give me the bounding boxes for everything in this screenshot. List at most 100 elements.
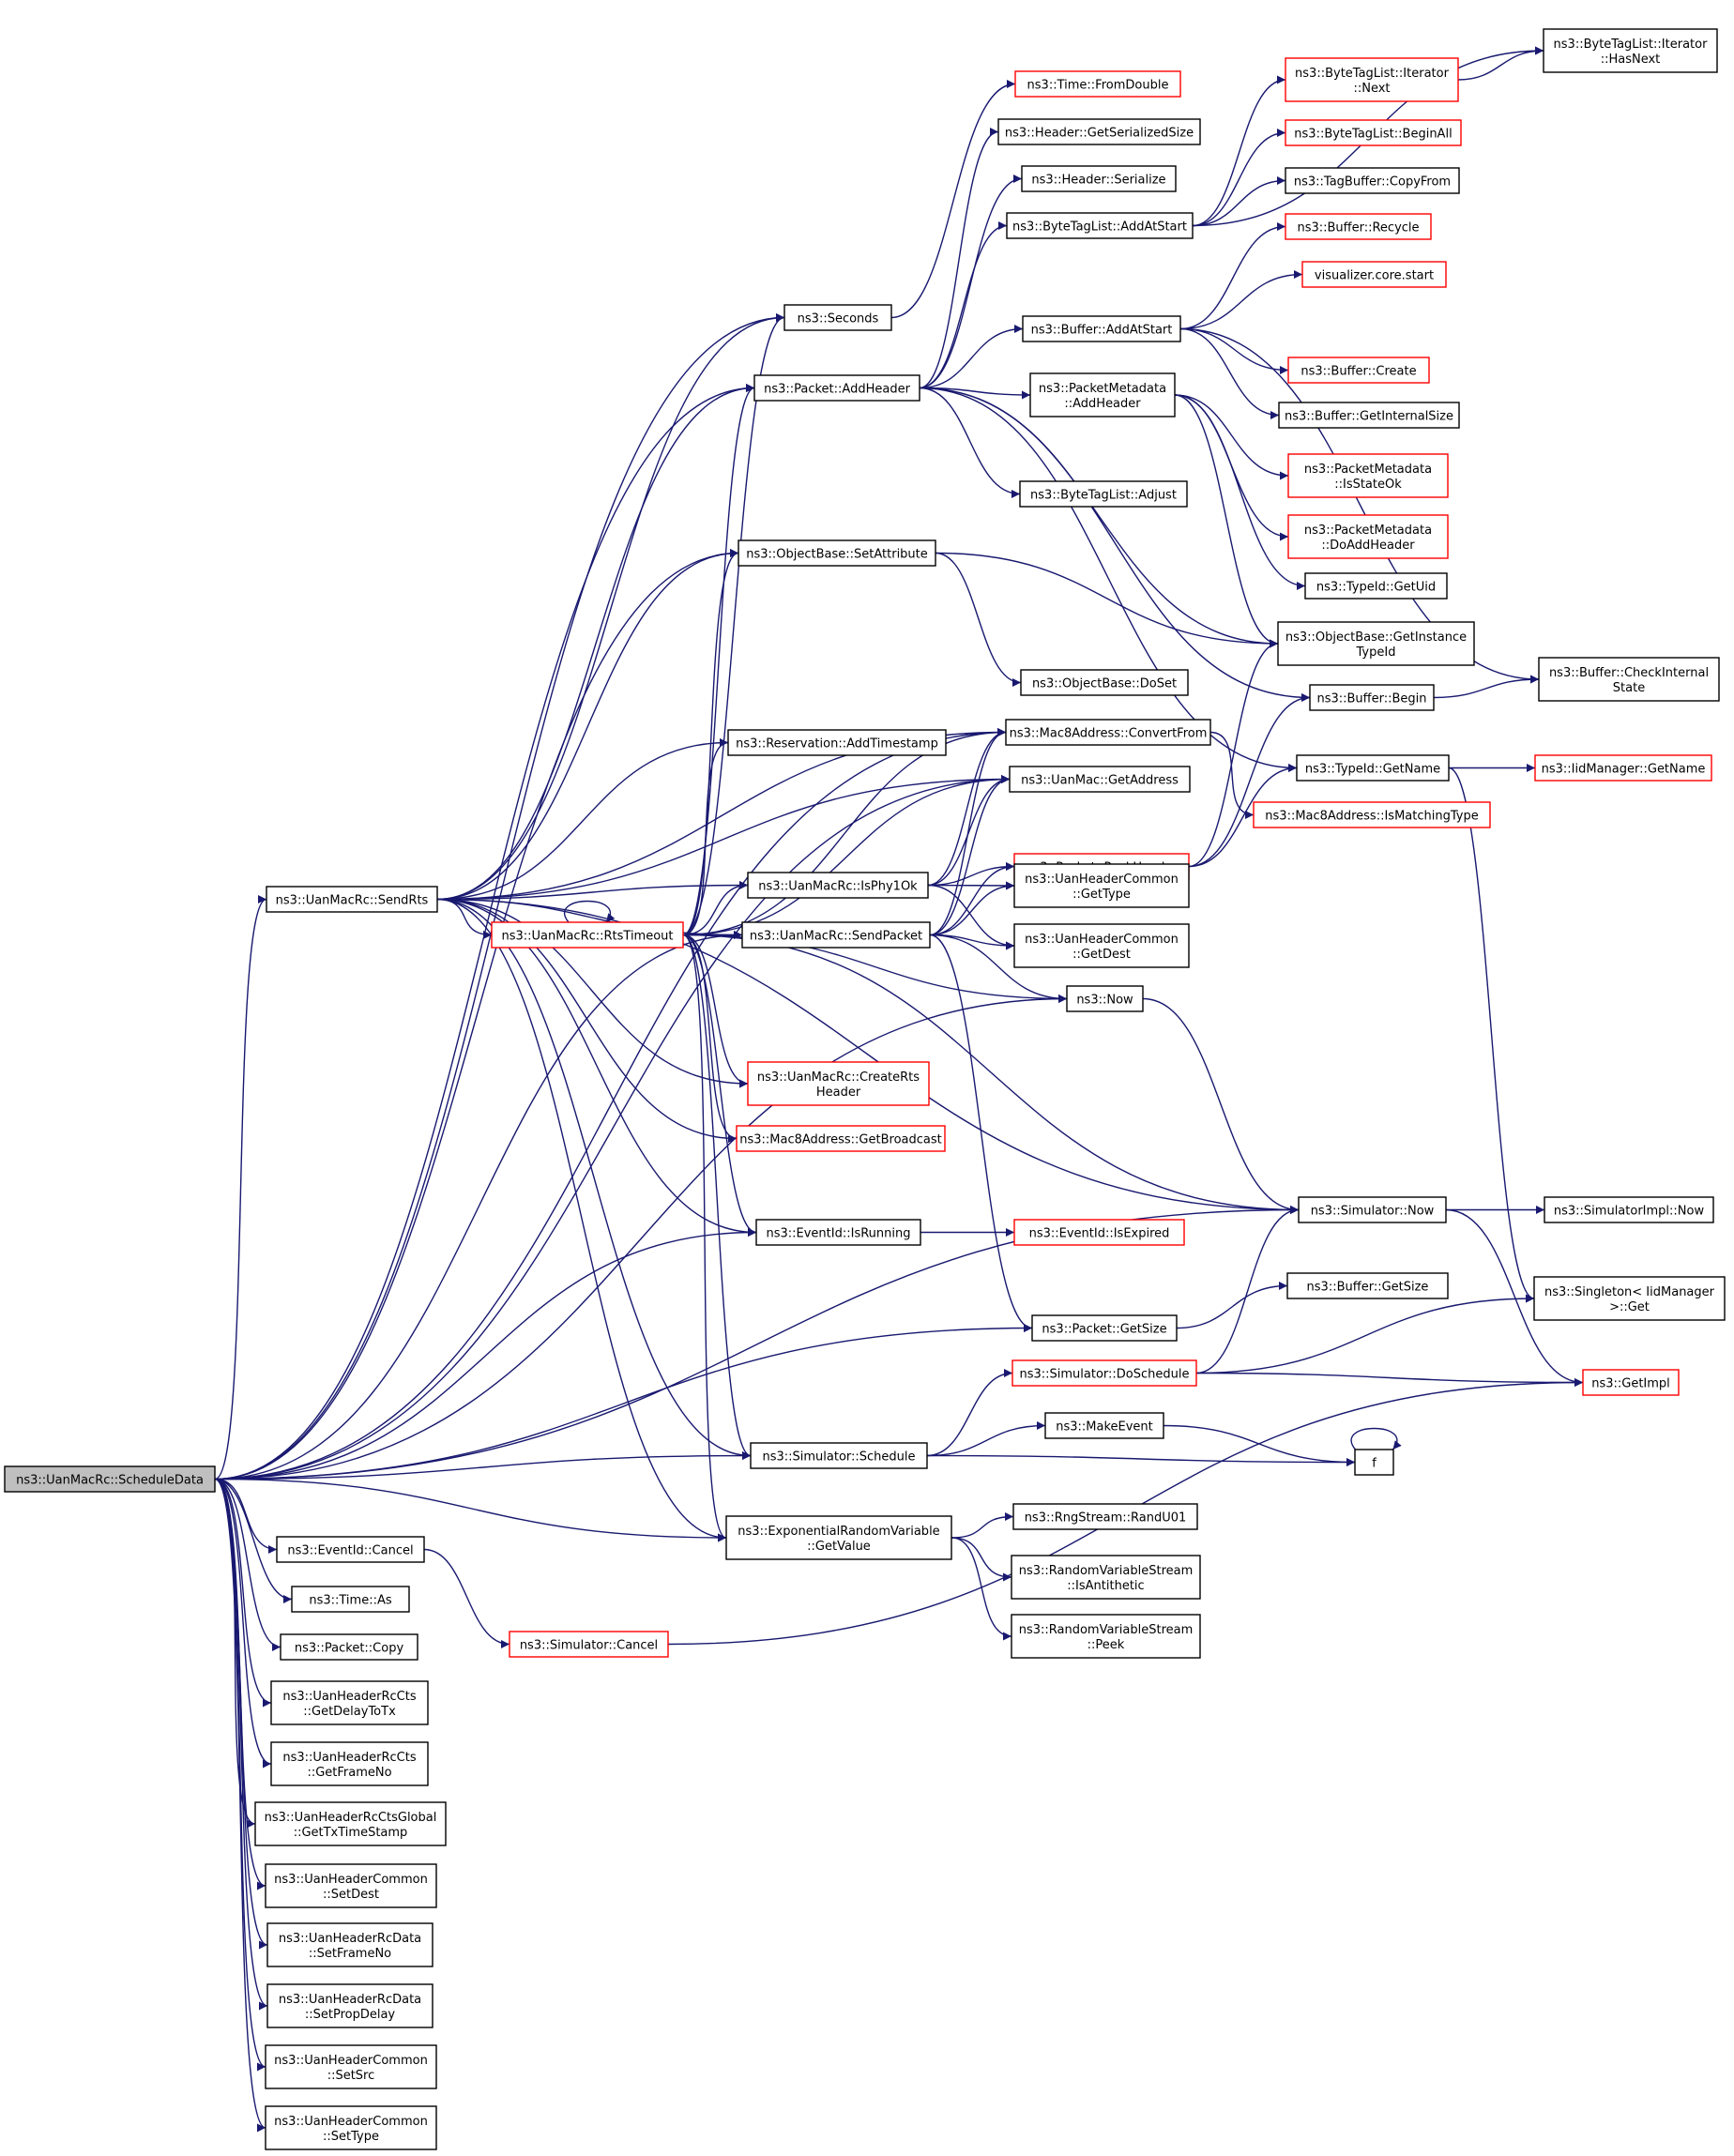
node-pmDoAddHeader[interactable]: ns3::PacketMetadata::DoAddHeader — [1287, 514, 1449, 559]
node-simNow[interactable]: ns3::Simulator::Now — [1298, 1196, 1447, 1223]
node-ctsGetFrameNo[interactable]: ns3::UanHeaderRcCts::GetFrameNo — [270, 1741, 429, 1786]
edge-root-to-sendRts — [214, 895, 267, 1480]
node-label: ns3::EventId::Cancel — [287, 1544, 413, 1558]
node-label: ns3::ObjectBase::DoSet — [1032, 677, 1177, 691]
node-uhcGetType[interactable]: ns3::UanHeaderCommon::GetType — [1013, 863, 1190, 908]
node-uhcGetDest[interactable]: ns3::UanHeaderCommon::GetDest — [1013, 923, 1190, 968]
node-root[interactable]: ns3::UanMacRc::ScheduleData — [4, 1465, 216, 1493]
edge-rtsTimeout-to-resAddTimestamp — [682, 738, 729, 936]
edge-sendPacket-to-now — [929, 934, 1068, 1003]
node-resAddTimestamp[interactable]: ns3::Reservation::AddTimestamp — [727, 729, 947, 756]
node-bufRecycle[interactable]: ns3::Buffer::Recycle — [1285, 213, 1432, 240]
node-eventCancel[interactable]: ns3::EventId::Cancel — [276, 1536, 425, 1563]
node-rtsTimeout[interactable]: ns3::UanMacRc::RtsTimeout — [491, 921, 684, 949]
node-btlBeginAll[interactable]: ns3::ByteTagList::BeginAll — [1285, 119, 1462, 146]
edge-sendRts-to-objSetAttribute — [436, 549, 739, 901]
node-packetCopy[interactable]: ns3::Packet::Copy — [280, 1633, 418, 1661]
node-btlIterNext[interactable]: ns3::ByteTagList::Iterator::Next — [1285, 57, 1459, 102]
node-expGetValue[interactable]: ns3::ExponentialRandomVariable::GetValue — [725, 1515, 952, 1560]
node-objDoSet[interactable]: ns3::ObjectBase::DoSet — [1020, 669, 1189, 696]
node-uanMacGetAddress[interactable]: ns3::UanMac::GetAddress — [1009, 766, 1191, 793]
node-rvsIsAntithetic[interactable]: ns3::RandomVariableStream::IsAntithetic — [1011, 1555, 1201, 1600]
node-rngRandU01[interactable]: ns3::RngStream::RandU01 — [1012, 1503, 1198, 1530]
node-label: ns3::Header::GetSerializedSize — [1005, 127, 1194, 141]
edge-packetAddHeader-to-bufAddAtStart — [919, 325, 1024, 389]
node-label: f — [1372, 1457, 1377, 1471]
node-label: ns3::Time::As — [309, 1594, 392, 1608]
node-sendRts[interactable]: ns3::UanMacRc::SendRts — [266, 886, 438, 913]
node-label: >::Get — [1609, 1300, 1650, 1314]
edge-btlAddAtStart-to-btlIterNext — [1192, 75, 1286, 227]
node-simSchedule[interactable]: ns3::Simulator::Schedule — [750, 1442, 928, 1469]
node-f[interactable]: f — [1354, 1449, 1394, 1476]
node-label: ::SetSrc — [327, 2069, 375, 2083]
node-simDoSchedule[interactable]: ns3::Simulator::DoSchedule — [1012, 1359, 1197, 1387]
node-dataSetPropDelay[interactable]: ns3::UanHeaderRcData::SetPropDelay — [266, 1983, 434, 2028]
node-singletonGet[interactable]: ns3::Singleton< IidManager >::Get — [1533, 1276, 1726, 1321]
node-label: ns3::Mac8Address::IsMatchingType — [1265, 810, 1478, 824]
node-label: ns3::Seconds — [798, 312, 879, 326]
node-label: ns3::UanMac::GetAddress — [1021, 774, 1179, 788]
node-rvsPeek[interactable]: ns3::RandomVariableStream::Peek — [1011, 1614, 1201, 1659]
node-btlAdjust[interactable]: ns3::ByteTagList::Adjust — [1019, 480, 1188, 508]
node-label: ns3::Buffer::AddAtStart — [1031, 324, 1173, 338]
node-bufCreate[interactable]: ns3::Buffer::Create — [1287, 357, 1430, 384]
edge-root-to-now — [214, 994, 1068, 1480]
node-eventIsExpired[interactable]: ns3::EventId::IsExpired — [1013, 1219, 1185, 1246]
node-bufAddAtStart[interactable]: ns3::Buffer::AddAtStart — [1022, 315, 1181, 342]
node-vizStart[interactable]: visualizer.core.start — [1301, 261, 1447, 288]
node-headerSerSize[interactable]: ns3::Header::GetSerializedSize — [997, 118, 1201, 145]
edge-isPhy1Ok-to-uhcGetDest — [927, 884, 1015, 950]
node-packetAddHeader[interactable]: ns3::Packet::AddHeader — [753, 374, 920, 402]
node-typeIdGetName[interactable]: ns3::TypeId::GetName — [1296, 754, 1450, 782]
node-sendPacket[interactable]: ns3::UanMacRc::SendPacket — [741, 921, 931, 949]
node-packetGetSize[interactable]: ns3::Packet::GetSize — [1031, 1314, 1178, 1342]
node-eventIsRunning[interactable]: ns3::EventId::IsRunning — [755, 1219, 921, 1246]
node-mac8Broadcast[interactable]: ns3::Mac8Address::GetBroadcast — [736, 1125, 946, 1152]
node-isPhy1Ok[interactable]: ns3::UanMacRc::IsPhy1Ok — [747, 872, 929, 899]
node-objSetAttribute[interactable]: ns3::ObjectBase::SetAttribute — [738, 539, 936, 567]
node-btlAddAtStart[interactable]: ns3::ByteTagList::AddAtStart — [1006, 212, 1194, 239]
node-getImpl[interactable]: ns3::GetImpl — [1582, 1369, 1680, 1396]
node-timeAs[interactable]: ns3::Time::As — [291, 1586, 410, 1613]
edge-root-to-uanMacGetAddress — [214, 775, 1011, 1480]
edge-sendRts-to-packetAddHeader — [436, 384, 755, 901]
node-tagBufCopyFrom[interactable]: ns3::TagBuffer::CopyFrom — [1285, 167, 1460, 194]
node-ctsGetDelayToTx[interactable]: ns3::UanHeaderRcCts::GetDelayToTx — [270, 1680, 429, 1725]
node-typeIdGetUid[interactable]: ns3::TypeId::GetUid — [1304, 572, 1448, 600]
node-label: ::GetValue — [807, 1540, 871, 1554]
node-bufGetSize[interactable]: ns3::Buffer::GetSize — [1286, 1272, 1449, 1299]
node-uhcSetDest[interactable]: ns3::UanHeaderCommon::SetDest — [265, 1863, 437, 1908]
edge-sendRts-to-isPhy1Ok — [436, 881, 749, 901]
node-uhcSetType[interactable]: ns3::UanHeaderCommon::SetType — [265, 2105, 437, 2150]
node-headerSerialize[interactable]: ns3::Header::Serialize — [1021, 165, 1177, 192]
node-now[interactable]: ns3::Now — [1066, 985, 1144, 1012]
node-btlIterHasNext[interactable]: ns3::ByteTagList::Iterator::HasNext — [1543, 28, 1718, 73]
edge-simDoSchedule-to-getImpl — [1195, 1372, 1584, 1387]
node-label: ns3::ByteTagList::BeginAll — [1294, 128, 1452, 142]
node-bufBegin[interactable]: ns3::Buffer::Begin — [1309, 684, 1435, 711]
edge-sendRts-to-eventIsRunning — [436, 898, 757, 1237]
node-mac8IsMatchingType[interactable]: ns3::Mac8Address::IsMatchingType — [1253, 801, 1491, 828]
node-bufGetInternalSize[interactable]: ns3::Buffer::GetInternalSize — [1278, 402, 1460, 429]
node-timeFromDouble[interactable]: ns3::Time::FromDouble — [1014, 70, 1181, 98]
node-simImplNow[interactable]: ns3::SimulatorImpl::Now — [1544, 1196, 1714, 1223]
node-uhcSetSrc[interactable]: ns3::UanHeaderCommon::SetSrc — [265, 2044, 437, 2089]
node-seconds[interactable]: ns3::Seconds — [783, 304, 892, 331]
node-label: ns3::Buffer::Begin — [1316, 692, 1426, 706]
node-ctsGlobalGetTxTimeStamp[interactable]: ns3::UanHeaderRcCtsGlobal::GetTxTimeStam… — [254, 1801, 447, 1846]
edge-simDoSchedule-to-simNow — [1195, 1206, 1300, 1374]
node-mac8ConvertFrom[interactable]: ns3::Mac8Address::ConvertFrom — [1005, 719, 1211, 746]
edge-btlAddAtStart-to-tagBufCopyFrom — [1192, 176, 1286, 227]
node-simCancel[interactable]: ns3::Simulator::Cancel — [509, 1631, 669, 1658]
node-dataSetFrameNo[interactable]: ns3::UanHeaderRcData::SetFrameNo — [266, 1922, 434, 1967]
node-makeEvent[interactable]: ns3::MakeEvent — [1044, 1412, 1164, 1439]
node-pmAddHeader[interactable]: ns3::PacketMetadata::AddHeader — [1029, 372, 1176, 418]
node-label: ns3::UanHeaderRcCts — [282, 1690, 416, 1704]
node-pmIsStateOk[interactable]: ns3::PacketMetadata::IsStateOk — [1287, 453, 1449, 498]
edge-root-to-mac8ConvertFrom — [214, 728, 1007, 1480]
node-iidGetName[interactable]: ns3::IidManager::GetName — [1534, 754, 1712, 782]
